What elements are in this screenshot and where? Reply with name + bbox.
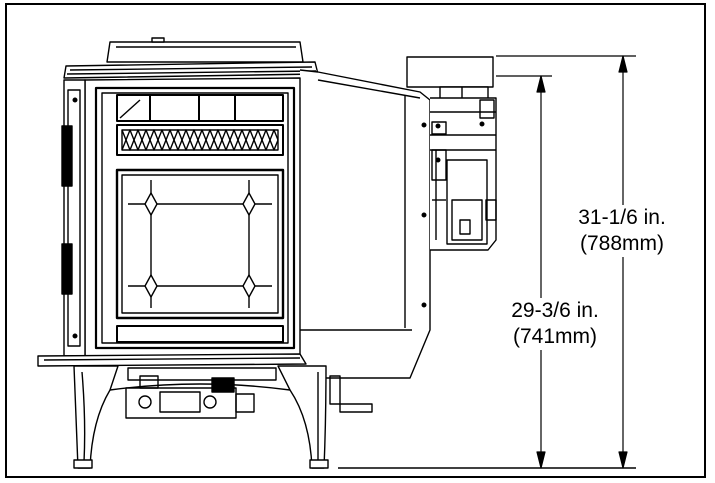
front-door xyxy=(84,77,301,359)
overall-height-metric: (788mm) xyxy=(579,232,664,255)
dimension-overall-height xyxy=(496,55,636,469)
flue-collar xyxy=(406,56,497,251)
body-height-imperial: 29-3/6 in. xyxy=(511,299,599,322)
auger-motor-assembly xyxy=(125,367,373,419)
body-height-label: 29-3/6 in. (741mm) xyxy=(489,298,621,350)
body-height-metric: (741mm) xyxy=(512,325,597,348)
side-hinge-column xyxy=(61,79,86,357)
stove-legs xyxy=(73,365,329,469)
overall-height-imperial: 31-1/6 in. xyxy=(578,206,666,229)
base-ledge xyxy=(37,353,307,367)
dimension-body-height xyxy=(496,75,552,469)
stove-top-cap xyxy=(63,37,319,79)
overall-height-label: 31-1/6 in. (788mm) xyxy=(557,205,687,257)
stove-rear-body xyxy=(299,69,431,379)
diagram-border xyxy=(5,3,706,478)
